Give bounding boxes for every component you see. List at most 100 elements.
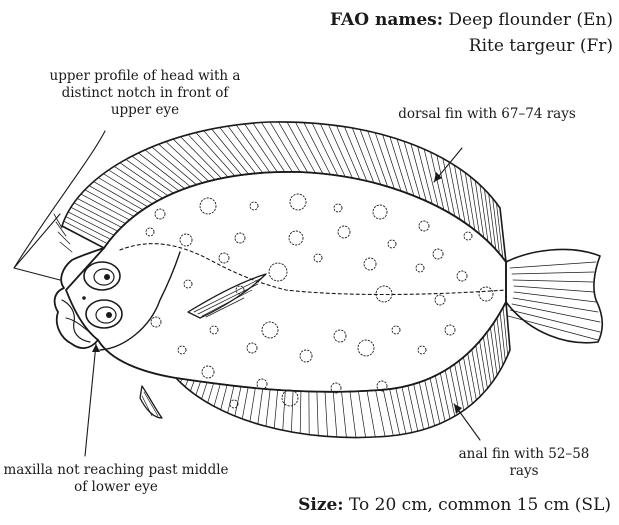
body-spot xyxy=(464,232,472,240)
fin-ray xyxy=(383,390,393,436)
fin-ray xyxy=(454,165,465,223)
fin-ray xyxy=(352,128,374,183)
fin-ray xyxy=(497,318,503,366)
fin-ray xyxy=(181,137,222,179)
fin-ray xyxy=(202,382,207,399)
body-spot xyxy=(235,233,245,243)
body-spot xyxy=(334,204,342,212)
fin-ray xyxy=(94,182,143,210)
fin-ray xyxy=(138,153,184,189)
body-spot xyxy=(219,253,229,263)
fin-ray xyxy=(358,391,365,437)
fin-ray xyxy=(228,126,263,173)
fin-ray xyxy=(300,391,301,433)
fin-ray xyxy=(152,147,197,185)
fin-ray xyxy=(212,129,249,174)
fin-ray xyxy=(214,384,220,406)
fin-ray xyxy=(173,139,215,180)
size-text: To 20 cm, common 15 cm (SL) xyxy=(349,495,611,515)
fin-ray xyxy=(208,383,214,402)
maxilla-annotation: maxilla not reaching past middle of lowe… xyxy=(0,462,232,496)
fin-ray xyxy=(221,385,227,410)
body-spot xyxy=(289,231,303,245)
fin-ray xyxy=(185,380,188,387)
fin-ray xyxy=(350,392,356,438)
fin-ray xyxy=(312,123,338,176)
fin-ray xyxy=(468,353,477,400)
fin-ray xyxy=(430,378,440,424)
body-spot xyxy=(184,280,192,288)
fao-name-english: Deep flounder (En) xyxy=(448,10,613,30)
body-spot xyxy=(200,198,216,214)
body-spot xyxy=(210,326,218,334)
fin-ray xyxy=(476,345,484,392)
fin-ray xyxy=(484,189,492,245)
fin-ray xyxy=(480,185,488,242)
dorsal-fin-annotation: dorsal fin with 67–74 rays xyxy=(392,106,582,123)
body-spot xyxy=(364,258,376,270)
body-spot xyxy=(247,343,257,353)
fin-ray xyxy=(402,387,412,433)
fin-ray xyxy=(396,388,406,434)
fin-ray xyxy=(460,169,470,227)
fin-ray xyxy=(242,387,248,418)
dorsal-fin xyxy=(62,122,506,262)
fin-ray xyxy=(166,142,209,182)
fin-ray xyxy=(287,122,315,173)
fin-ray xyxy=(190,381,194,391)
fin-ray xyxy=(109,170,158,201)
fin-ray xyxy=(89,186,138,213)
fin-ray xyxy=(245,124,278,172)
body-spot xyxy=(155,209,165,219)
body-spot xyxy=(202,366,214,378)
body-spot xyxy=(433,249,443,259)
fin-ray xyxy=(494,323,500,371)
fin-ray xyxy=(425,380,435,425)
size-info: Size: To 20 cm, common 15 cm (SL) xyxy=(298,495,611,516)
anal-fin-annotation: anal fin with 52–58 rays xyxy=(444,446,604,480)
fin-ray xyxy=(250,388,255,421)
fao-names-line-en: FAO names: Deep flounder (En) xyxy=(330,8,613,34)
fin-ray xyxy=(333,392,337,437)
fin-ray xyxy=(304,123,331,175)
fin-ray xyxy=(159,144,203,183)
body-spot xyxy=(388,240,396,248)
body-spot xyxy=(358,340,374,356)
body-spot xyxy=(230,400,238,408)
fin-ray xyxy=(480,341,488,388)
fin-ray xyxy=(487,332,494,380)
fin-ray xyxy=(64,221,107,243)
fin-ray xyxy=(258,389,263,424)
fin-ray xyxy=(71,207,118,231)
fin-ray xyxy=(419,382,429,427)
body-spot xyxy=(178,346,186,354)
body-spot xyxy=(146,228,154,236)
body-spot xyxy=(257,379,267,389)
fin-ray xyxy=(279,122,308,173)
body-spot xyxy=(334,330,346,342)
fin-ray xyxy=(490,328,497,376)
fin-ray xyxy=(390,389,400,435)
fin-ray xyxy=(188,135,228,178)
fin-ray xyxy=(283,390,286,430)
fin-ray xyxy=(270,122,300,172)
size-label: Size: xyxy=(298,495,343,515)
pelvic-fin xyxy=(140,386,162,418)
fin-ray xyxy=(328,125,352,178)
fin-ray xyxy=(103,174,152,204)
fin-ray xyxy=(449,162,460,220)
fin-ray xyxy=(114,166,162,198)
annotation-leaders xyxy=(14,131,480,456)
fin-ray xyxy=(228,386,234,413)
fin-ray xyxy=(465,173,475,230)
body-spot xyxy=(445,325,455,335)
fin-ray xyxy=(443,158,455,216)
fin-ray xyxy=(414,384,424,429)
fin-ray xyxy=(367,391,375,437)
fao-names-label: FAO names: xyxy=(330,10,443,30)
body-spot xyxy=(418,346,426,354)
fin-ray xyxy=(295,122,322,174)
fin-ray xyxy=(440,373,450,419)
fin-ray xyxy=(459,361,468,407)
